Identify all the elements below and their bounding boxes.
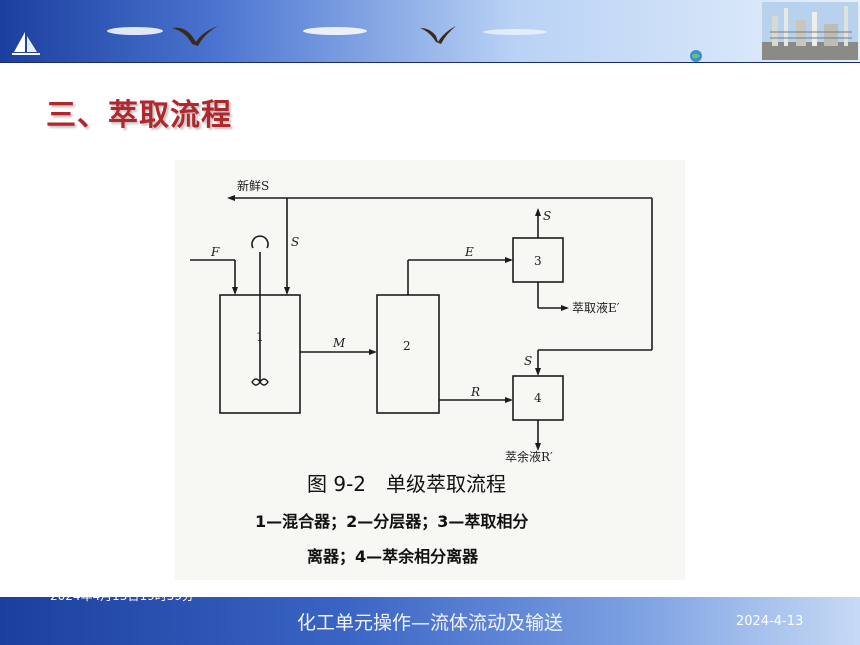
- refinery-image: [762, 2, 858, 60]
- footer-bar: [0, 597, 860, 645]
- sailboat-icon: [12, 32, 40, 55]
- label-extract-phase: E: [464, 245, 474, 259]
- seagull-icon: [420, 26, 456, 44]
- label-solvent-mixer: S: [291, 235, 299, 249]
- label-raffinate-phase: R: [470, 385, 480, 399]
- label-solvent-mid: S: [524, 354, 532, 368]
- label-raffinate-out: 萃余液R′: [505, 449, 553, 464]
- globe-icon: [690, 50, 702, 62]
- page-title: 三、萃取流程: [46, 98, 232, 133]
- label-extract-out: 萃取液E′: [572, 300, 620, 315]
- footer-datetime: 2024年4月13日19时59分: [50, 589, 194, 603]
- cloud-icon: [303, 27, 367, 35]
- label-vessel-1: 1: [256, 330, 264, 344]
- footer-course-title: 化工单元操作—流体流动及输送: [296, 612, 563, 634]
- cloud-icon: [107, 27, 163, 35]
- footer-date: 2024-4-13: [736, 614, 804, 629]
- label-solvent-top: S: [543, 209, 551, 223]
- label-fresh-solvent: 新鲜S: [237, 178, 269, 193]
- caption-title: 图 9-2 单级萃取流程: [307, 472, 506, 496]
- label-vessel-4: 4: [534, 391, 542, 405]
- header-divider: [0, 62, 860, 63]
- label-feed: F: [210, 245, 220, 259]
- label-mixture: M: [332, 336, 346, 350]
- label-vessel-2: 2: [403, 339, 411, 353]
- extraction-flow-diagram: 新鲜S F S S S E M R 1 2 3 4 萃取液E′ 萃余液R′ 图 …: [190, 178, 653, 566]
- caption-line-1: 1—混合器；2—分层器；3—萃取相分: [255, 512, 528, 531]
- cloud-icon: [483, 29, 547, 35]
- seagull-icon: [172, 26, 218, 46]
- caption-line-2: 离器；4—萃余相分离器: [307, 547, 479, 566]
- label-vessel-3: 3: [534, 254, 542, 268]
